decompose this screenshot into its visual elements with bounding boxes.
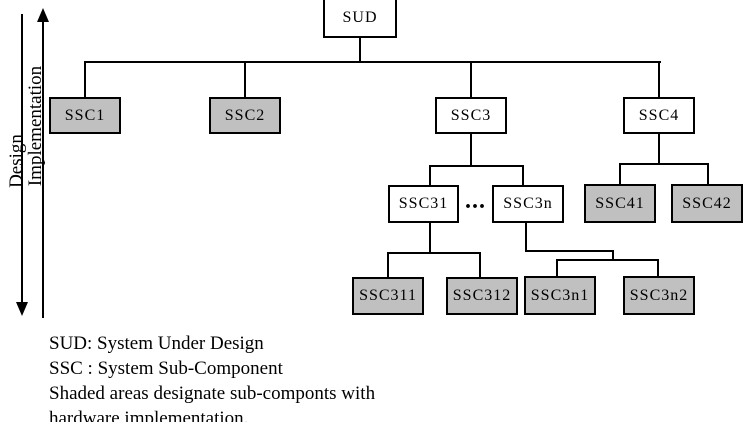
node-label: SSC1 <box>64 106 106 124</box>
node-label: SSC31 <box>398 195 449 212</box>
connector-line <box>525 250 614 252</box>
connector-line <box>470 134 472 167</box>
node-label: SUD <box>342 9 378 26</box>
connector-line <box>619 163 709 165</box>
connector-line <box>522 165 524 185</box>
node-ssc3n2: SSC3n2 <box>623 276 695 315</box>
connector-line <box>479 252 481 277</box>
connector-line <box>387 252 481 254</box>
node-label: SSC2 <box>224 106 266 124</box>
node-label: SSC312 <box>452 287 512 304</box>
legend-line-shaded-2: hardware implementation. <box>49 408 249 422</box>
legend-line-shaded-1: Shaded areas designate sub-componts with <box>49 383 376 404</box>
node-ssc2: SSC2 <box>209 97 281 134</box>
legend: SUD: System Under Design SSC : System Su… <box>49 331 375 422</box>
node-ssc4: SSC4 <box>623 97 695 134</box>
connector-line <box>525 222 527 252</box>
node-ssc311: SSC311 <box>352 277 424 315</box>
connector-line <box>429 222 431 254</box>
connector-line <box>359 38 361 63</box>
ellipsis-dots: ... <box>465 188 486 214</box>
connector-line <box>470 61 472 97</box>
connector-line <box>658 61 660 97</box>
connector-line <box>556 259 558 277</box>
connector-line <box>658 134 660 165</box>
node-label: SSC311 <box>359 287 417 304</box>
legend-line-ssc: SSC : System Sub-Component <box>49 358 283 379</box>
connector-line <box>84 61 86 97</box>
implementation-arrow-shaft <box>42 20 44 318</box>
node-ssc3: SSC3 <box>435 97 507 134</box>
connector-line <box>612 250 614 261</box>
node-label: SSC42 <box>682 194 732 212</box>
node-ssc3n: SSC3n <box>492 185 564 223</box>
design-arrow-head-icon <box>16 302 28 316</box>
connector-line <box>619 163 621 184</box>
node-ssc42: SSC42 <box>671 184 743 223</box>
design-arrow-shaft <box>21 14 23 304</box>
node-label: SSC3 <box>450 106 492 124</box>
connector-line <box>387 252 389 277</box>
implementation-arrow-head-icon <box>37 8 49 22</box>
node-ssc3n1: SSC3n1 <box>524 276 596 315</box>
legend-line-sud: SUD: System Under Design <box>49 333 264 354</box>
node-sud: SUD <box>323 0 397 38</box>
node-label: SSC3n2 <box>629 286 689 304</box>
node-label: SSC4 <box>638 106 680 124</box>
node-ssc1: SSC1 <box>49 97 121 134</box>
connector-line <box>244 61 246 97</box>
node-label: SSC41 <box>595 194 645 212</box>
connector-line <box>429 165 431 185</box>
connector-line <box>84 61 661 63</box>
connector-line <box>429 165 524 167</box>
connector-line <box>707 163 709 184</box>
node-label: SSC3n1 <box>530 286 590 304</box>
node-ssc41: SSC41 <box>584 184 656 223</box>
connector-line <box>556 259 659 261</box>
node-label: SSC3n <box>503 195 553 212</box>
implementation-axis-label: Implementation <box>25 65 46 187</box>
connector-line <box>657 259 659 277</box>
node-ssc312: SSC312 <box>446 277 518 315</box>
node-ssc31: SSC31 <box>388 185 459 223</box>
